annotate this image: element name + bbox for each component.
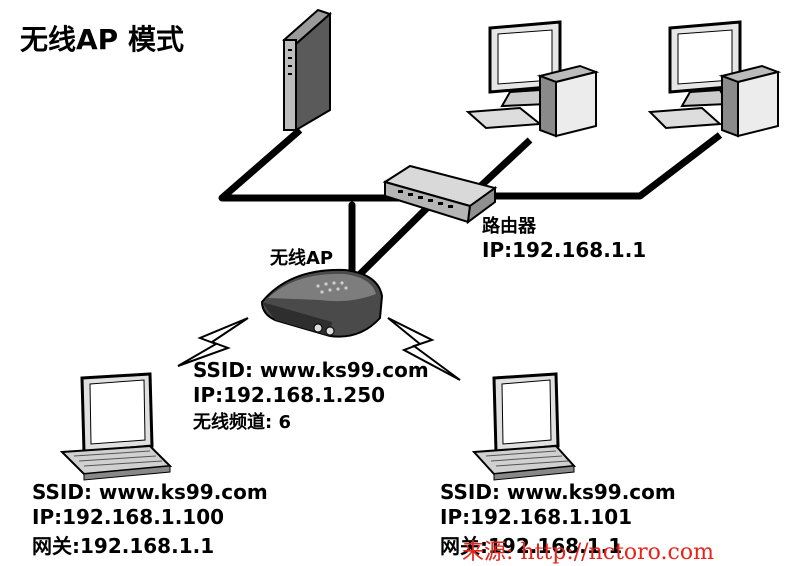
- laptop-icon: [59, 372, 173, 481]
- server-icon: [282, 8, 332, 132]
- right-client-ssid: SSID: www.ks99.com: [440, 480, 676, 504]
- diagram-title: 无线AP 模式: [20, 23, 184, 56]
- laptop-icon: [471, 372, 577, 481]
- left-client-ssid: SSID: www.ks99.com: [32, 480, 268, 504]
- router-icon: [382, 164, 498, 225]
- right-client-gateway: 网关:192.168.1.1: [440, 534, 623, 558]
- left-client-ip: IP:192.168.1.100: [32, 505, 225, 529]
- ap-ip: IP:192.168.1.250: [193, 383, 386, 407]
- source-watermark: 来源: http://nctoro.com: [462, 540, 714, 565]
- ap-channel: 无线频道: 6: [193, 412, 291, 433]
- pc2-link: [495, 132, 723, 200]
- right-client-ip: IP:192.168.1.101: [440, 505, 633, 529]
- router-ip: IP:192.168.1.1: [482, 238, 647, 262]
- desktop-pc-icon: [465, 20, 600, 138]
- ap-label: 无线AP: [270, 248, 334, 269]
- desktop-pc-icon: [647, 20, 782, 138]
- server-link: [218, 127, 400, 202]
- left-client-gateway: 网关:192.168.1.1: [32, 534, 215, 558]
- wireless-signal-icon: [177, 317, 461, 381]
- ap-link: [347, 202, 433, 287]
- ap-ssid: SSID: www.ks99.com: [193, 358, 429, 382]
- router-label: 路由器: [482, 216, 536, 237]
- wireless-ap-icon: [260, 201, 384, 338]
